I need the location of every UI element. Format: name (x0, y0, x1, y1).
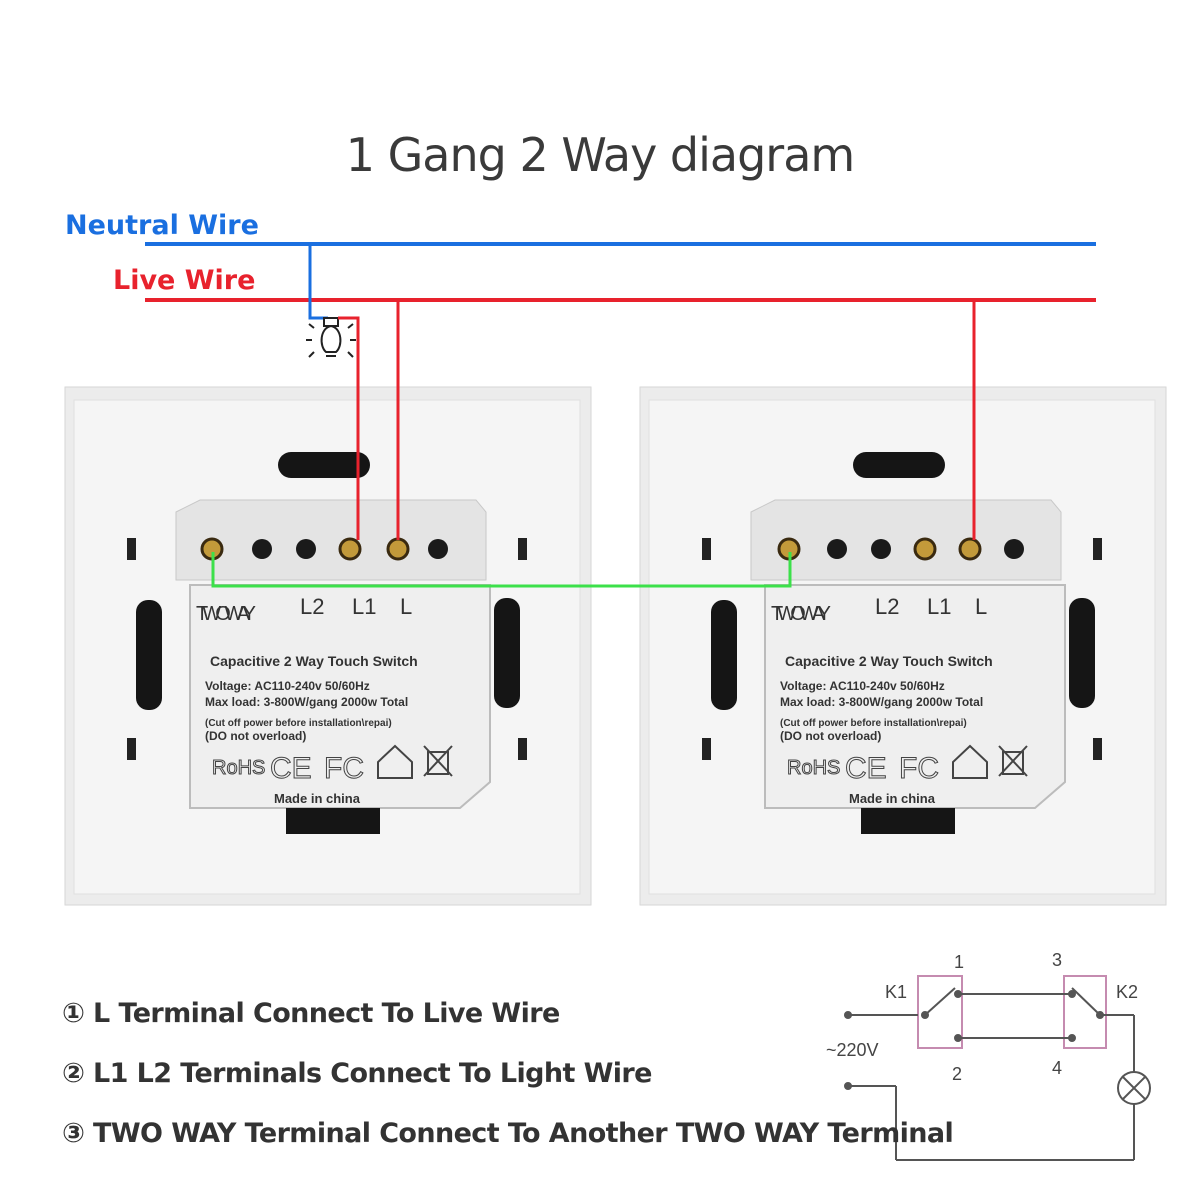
schematic-contact-3: 3 (1052, 950, 1062, 970)
switch-2-warning-cutoff: (Cut off power before installation\repai… (780, 718, 967, 729)
switch-2-max-load: Max load: 3-800W/gang 2000w Total (780, 695, 983, 709)
switch-2-origin: Made in china (849, 791, 936, 806)
live-wire-label: Live Wire (113, 265, 256, 296)
switch-2-cert-rohs: RoHS (787, 757, 840, 779)
switch-1-origin: Made in china (274, 791, 361, 806)
switch-2-cert-fc: FC (899, 752, 939, 785)
switch-1-house-icon (377, 744, 413, 779)
schematic-contact-4: 4 (1052, 1058, 1062, 1078)
switch-2-warning-overload: (DO not overload) (780, 729, 881, 743)
switch-2-house-icon (952, 744, 988, 779)
switch-2-terminal-l1: L1 (927, 594, 951, 619)
switch-1-terminal-l1: L1 (352, 594, 376, 619)
switch-2-weee-bin-icon (998, 745, 1028, 777)
schematic-voltage-label: ~220V (826, 1040, 879, 1060)
switch-1-voltage: Voltage: AC110-240v 50/60Hz (205, 679, 370, 693)
switch-1-cert-rohs: RoHS (212, 757, 265, 779)
two-way-schematic (844, 975, 1151, 1161)
switch-1-cert-ce: CE (270, 752, 312, 785)
switch-2-voltage: Voltage: AC110-240v 50/60Hz (780, 679, 945, 693)
switch-2-terminal-l: L (975, 594, 987, 619)
note-two-way-terminal: ③ TWO WAY Terminal Connect To Another TW… (62, 1118, 954, 1149)
switch-1-terminal-twoway: TWO WAY (196, 603, 256, 625)
instruction-notes: ① L Terminal Connect To Live Wire ② L1 L… (62, 995, 954, 1175)
switch-1-warning-overload: (DO not overload) (205, 729, 306, 743)
schematic-k1-label: K1 (885, 982, 907, 1002)
switch-1-terminal-l: L (400, 594, 412, 619)
two-way-link-wire (211, 552, 792, 588)
switch-2-terminal-twoway: TWO WAY (771, 603, 831, 625)
schematic-contact-2: 2 (952, 1064, 962, 1084)
switch-2-terminal-l2: L2 (875, 594, 899, 619)
schematic-contact-1: 1 (954, 952, 964, 972)
switch-2-product-name: Capacitive 2 Way Touch Switch (785, 653, 993, 669)
switch-1 (64, 386, 592, 906)
schematic-k2-label: K2 (1116, 982, 1138, 1002)
switch-1-max-load: Max load: 3-800W/gang 2000w Total (205, 695, 408, 709)
switch-2 (639, 386, 1167, 906)
light-wire-to-l1 (338, 316, 360, 540)
switch-1-product-name: Capacitive 2 Way Touch Switch (210, 653, 418, 669)
switch-2-cert-ce: CE (845, 752, 887, 785)
neutral-wire-label: Neutral Wire (65, 210, 259, 241)
note-l-terminal: ① L Terminal Connect To Live Wire (62, 998, 560, 1029)
note-l1-l2-terminals: ② L1 L2 Terminals Connect To Light Wire (62, 1058, 652, 1089)
switch-1-cert-fc: FC (324, 752, 364, 785)
switch-1-warning-cutoff: (Cut off power before installation\repai… (205, 718, 392, 729)
light-bulb-icon (306, 317, 356, 358)
switch-1-weee-bin-icon (423, 745, 453, 777)
neutral-to-bulb-wire (308, 244, 328, 320)
page-title: 1 Gang 2 Way diagram (345, 128, 855, 182)
switch-1-terminal-l2: L2 (300, 594, 324, 619)
